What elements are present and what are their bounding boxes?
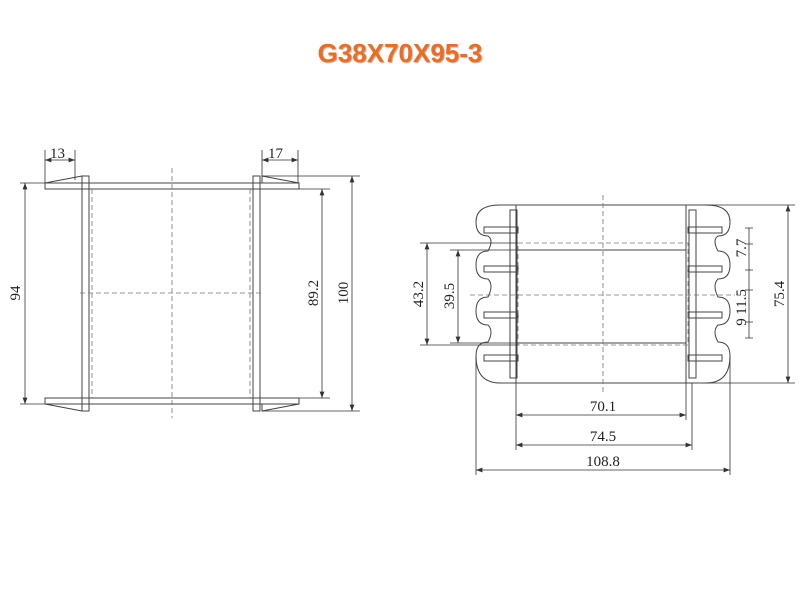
dim-75-4: 75.4 bbox=[772, 280, 788, 307]
side-view: 43.2 39.5 7.7 11.5 9 75.4 70.1 74.5 108.… bbox=[411, 195, 795, 475]
dim-100: 100 bbox=[336, 282, 352, 305]
front-view: 13 17 94 89.2 100 bbox=[8, 146, 360, 418]
dim-17: 17 bbox=[268, 146, 284, 162]
dim-39-5: 39.5 bbox=[442, 283, 458, 309]
drawing-title: G38X70X95-3 bbox=[317, 38, 483, 68]
dim-9: 9 bbox=[734, 318, 750, 326]
dim-70-1: 70.1 bbox=[590, 399, 616, 415]
dim-89-2: 89.2 bbox=[306, 280, 322, 306]
dim-94: 94 bbox=[8, 285, 24, 301]
dim-13: 13 bbox=[50, 146, 65, 162]
dim-108-8: 108.8 bbox=[586, 454, 620, 470]
dim-11-5: 11.5 bbox=[734, 289, 750, 315]
dim-74-5: 74.5 bbox=[590, 429, 616, 445]
dim-7-7: 7.7 bbox=[734, 238, 750, 257]
dim-43-2: 43.2 bbox=[411, 281, 427, 307]
